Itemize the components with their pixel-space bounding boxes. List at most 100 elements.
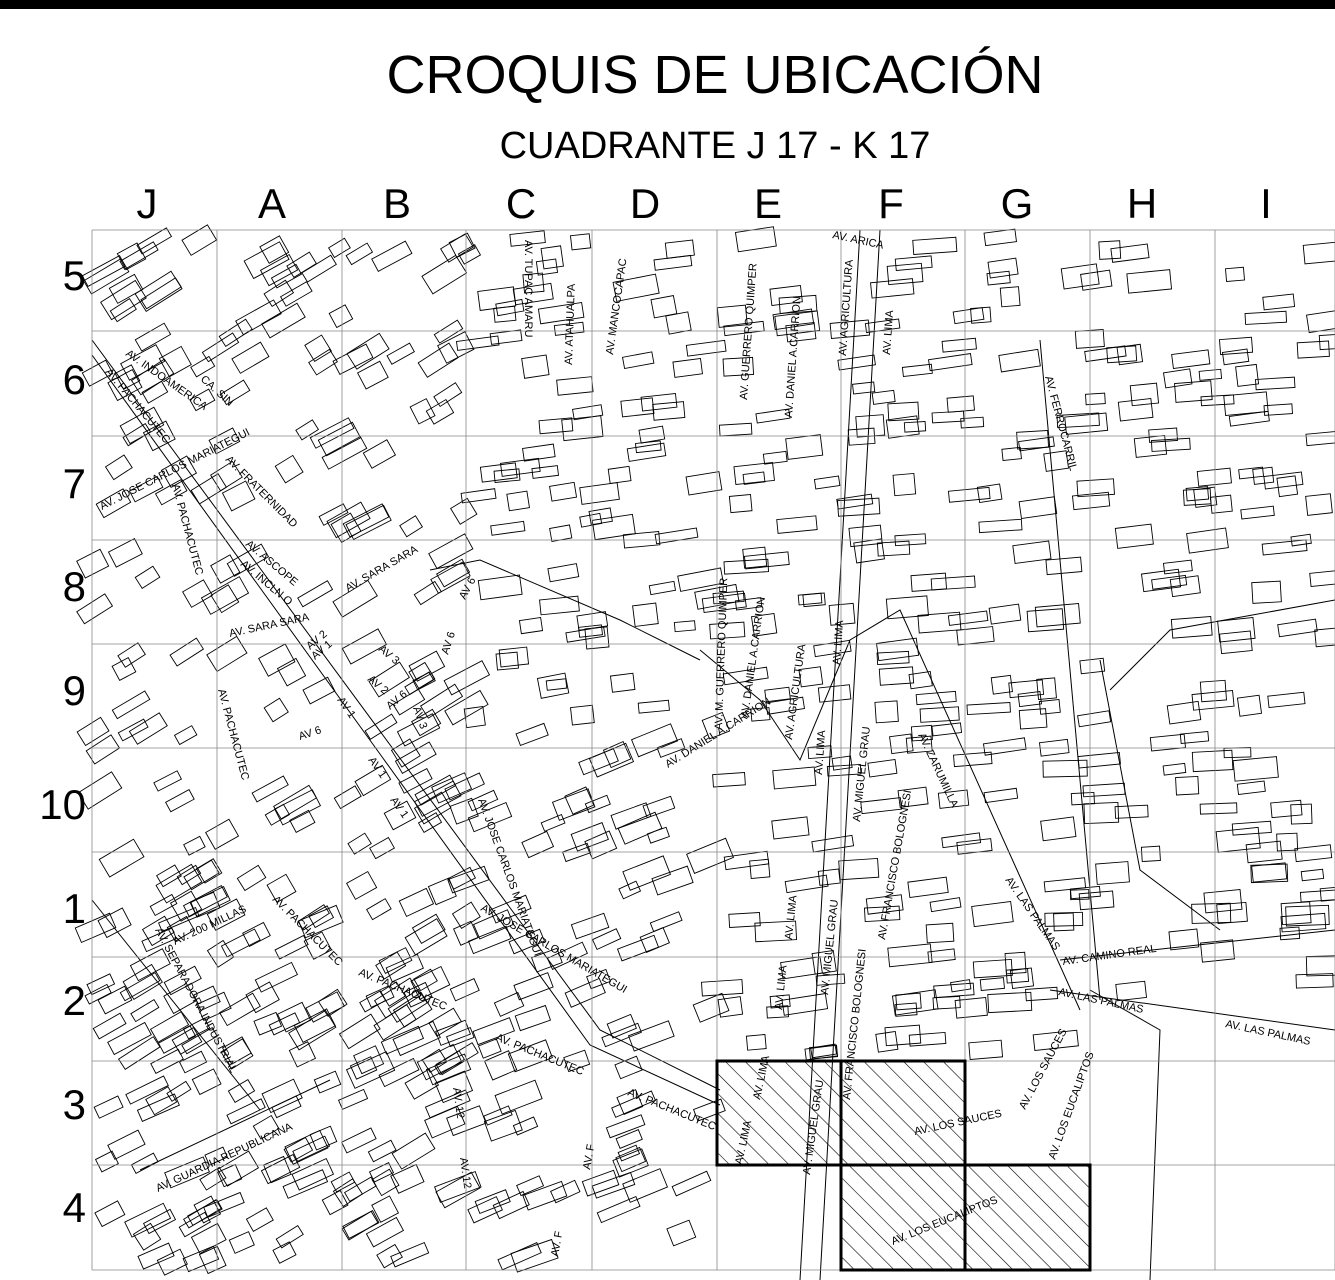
- city-block: [627, 1020, 675, 1052]
- city-block: [341, 1127, 377, 1154]
- city-block: [1198, 368, 1223, 381]
- city-block: [887, 401, 920, 422]
- city-block: [722, 666, 769, 686]
- street-label: AV. AGRICULTURA: [783, 643, 808, 741]
- city-block: [1199, 679, 1227, 703]
- city-block: [390, 738, 421, 768]
- city-block: [514, 1004, 552, 1032]
- city-block: [1200, 939, 1235, 963]
- city-block: [440, 233, 474, 263]
- city-block: [999, 286, 1021, 308]
- city-block: [1083, 801, 1120, 825]
- city-block: [1012, 540, 1052, 564]
- city-block: [427, 877, 457, 906]
- city-block: [460, 488, 497, 504]
- street-label: AV. AGRICULTURA: [837, 259, 856, 357]
- city-block: [308, 905, 335, 929]
- city-block: [408, 650, 446, 682]
- street-label: AV. LOS SAUCES: [1017, 1027, 1070, 1111]
- city-block: [531, 465, 560, 479]
- city-block: [1053, 912, 1075, 932]
- city-block: [417, 342, 459, 378]
- city-block: [1250, 863, 1289, 884]
- city-block: [838, 857, 880, 881]
- city-block: [1126, 269, 1173, 294]
- city-block: [723, 850, 770, 871]
- city-block: [1221, 348, 1250, 366]
- city-block: [1162, 368, 1193, 389]
- city-block: [1025, 986, 1059, 1002]
- street-label: AV. MIGUEL GRAU: [819, 899, 841, 995]
- city-block: [385, 953, 424, 983]
- city-block: [876, 637, 920, 662]
- city-block: [1017, 690, 1042, 708]
- city-block: [666, 1219, 697, 1247]
- city-block: [119, 406, 165, 445]
- city-block: [472, 909, 515, 940]
- city-block: [376, 1243, 403, 1269]
- highlight-cell-g4: [963, 1163, 1092, 1272]
- city-block: [1079, 657, 1106, 675]
- city-block: [1032, 1029, 1079, 1051]
- city-block: [1219, 336, 1254, 356]
- city-block: [437, 331, 475, 364]
- city-block: [664, 239, 695, 259]
- road-eucaliptos-edge: [1089, 989, 1161, 1280]
- city-block: [492, 1190, 530, 1220]
- city-block: [621, 351, 655, 370]
- city-block: [394, 741, 437, 774]
- city-block: [132, 1222, 162, 1251]
- city-block: [617, 811, 663, 845]
- city-block: [345, 504, 392, 541]
- city-block: [855, 414, 886, 438]
- city-block: [444, 772, 485, 801]
- city-block: [221, 480, 256, 512]
- city-block: [612, 273, 660, 302]
- city-block: [368, 1162, 395, 1183]
- city-block: [347, 832, 372, 855]
- city-block: [158, 345, 192, 378]
- city-block: [356, 360, 389, 390]
- city-block: [354, 764, 392, 797]
- city-block: [286, 251, 317, 278]
- city-block: [651, 865, 694, 896]
- street-label: AV 6: [439, 630, 458, 656]
- highlighted-cells: [715, 1059, 1092, 1272]
- city-block: [755, 408, 791, 424]
- street-label: AV. FRATERNIDAD: [223, 454, 300, 531]
- city-block: [971, 900, 1014, 928]
- city-block: [588, 742, 635, 778]
- city-block: [612, 1148, 649, 1178]
- city-block: [251, 775, 289, 803]
- city-block: [261, 1078, 303, 1114]
- city-block: [826, 763, 862, 777]
- city-block: [1117, 398, 1154, 422]
- city-block: [1276, 832, 1299, 852]
- city-block: [107, 1129, 146, 1160]
- street-label: AV. LIMA: [881, 309, 896, 355]
- city-block: [297, 904, 344, 939]
- street-label: AV. LAS PALMAS: [1224, 1018, 1311, 1048]
- city-block: [1235, 363, 1260, 387]
- city-block: [425, 398, 455, 425]
- city-block: [581, 1169, 620, 1197]
- city-block: [279, 281, 313, 307]
- street-label: AV. ARICA: [831, 229, 885, 252]
- city-block: [467, 801, 513, 833]
- street-label: AV. PACHACUTEC: [215, 688, 251, 782]
- city-block: [433, 319, 464, 344]
- city-block: [591, 513, 636, 541]
- city-block: [1193, 486, 1218, 508]
- city-block: [742, 471, 766, 485]
- row-label: 2: [62, 977, 86, 1024]
- city-block: [245, 981, 280, 1014]
- city-block: [95, 488, 132, 519]
- street-label: AV. LIMA: [783, 894, 800, 940]
- city-block: [538, 417, 574, 435]
- city-block: [772, 308, 815, 331]
- city-block: [107, 1021, 152, 1056]
- city-block: [632, 602, 659, 627]
- city-block: [94, 1200, 126, 1228]
- city-block: [648, 580, 677, 596]
- city-block: [93, 1095, 124, 1119]
